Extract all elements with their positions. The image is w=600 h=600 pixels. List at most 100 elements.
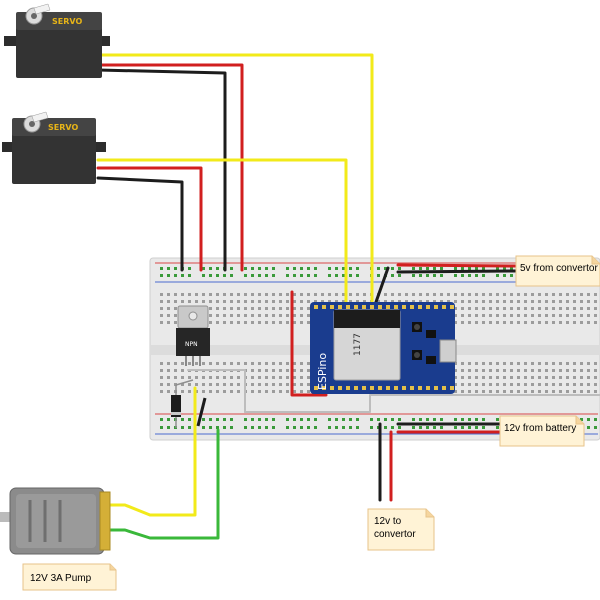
- breadboard-hole: [475, 383, 478, 386]
- breadboard-hole: [475, 376, 478, 379]
- breadboard-hole: [244, 274, 247, 277]
- breadboard-hole: [279, 376, 282, 379]
- esp-pin: [418, 386, 422, 390]
- breadboard-hole: [244, 314, 247, 317]
- breadboard-hole: [552, 293, 555, 296]
- breadboard-hole: [293, 383, 296, 386]
- breadboard-hole: [559, 383, 562, 386]
- breadboard-hole: [230, 376, 233, 379]
- breadboard-hole: [335, 293, 338, 296]
- servo-top-ground-wire: [96, 68, 227, 272]
- breadboard-hole: [377, 274, 380, 277]
- breadboard-hole: [496, 369, 499, 372]
- breadboard-hole: [517, 390, 520, 393]
- breadboard-hole: [209, 274, 212, 277]
- breadboard-hole: [419, 418, 422, 421]
- breadboard-hole: [496, 267, 499, 270]
- breadboard-hole: [426, 426, 429, 429]
- servo-top-power-wire: [96, 63, 244, 272]
- breadboard-hole: [468, 426, 471, 429]
- breadboard-hole: [251, 362, 254, 365]
- breadboard-hole: [342, 300, 345, 303]
- breadboard-hole: [566, 369, 569, 372]
- breadboard-hole: [461, 426, 464, 429]
- breadboard-hole: [230, 321, 233, 324]
- breadboard-hole: [160, 369, 163, 372]
- breadboard-hole: [398, 274, 401, 277]
- breadboard-hole: [412, 293, 415, 296]
- breadboard-hole: [594, 314, 597, 317]
- breadboard-hole: [293, 321, 296, 324]
- breadboard-hole: [496, 293, 499, 296]
- breadboard-hole: [594, 426, 597, 429]
- breadboard-hole: [293, 314, 296, 317]
- esp-pin: [330, 386, 334, 390]
- breadboard-hole: [461, 369, 464, 372]
- breadboard-hole: [174, 300, 177, 303]
- breadboard-hole: [272, 390, 275, 393]
- breadboard-hole: [216, 383, 219, 386]
- breadboard-hole: [349, 293, 352, 296]
- esp-pin: [402, 386, 406, 390]
- breadboard-hole: [188, 426, 191, 429]
- breadboard-hole: [496, 314, 499, 317]
- breadboard-hole: [195, 376, 198, 379]
- breadboard-hole: [566, 383, 569, 386]
- breadboard-hole: [216, 274, 219, 277]
- breadboard-hole: [286, 300, 289, 303]
- breadboard-hole: [293, 426, 296, 429]
- breadboard-hole: [272, 293, 275, 296]
- servo-top: SERVO: [4, 3, 110, 78]
- servo-bottom-power-wire: [96, 166, 203, 272]
- breadboard-hole: [440, 418, 443, 421]
- breadboard-hole: [272, 383, 275, 386]
- breadboard-hole: [517, 314, 520, 317]
- esp-pin: [426, 305, 430, 309]
- breadboard-hole: [468, 267, 471, 270]
- esp-pin: [434, 305, 438, 309]
- breadboard-hole: [412, 274, 415, 277]
- breadboard-hole: [461, 390, 464, 393]
- note-to-convertor-line2: convertor: [374, 529, 416, 540]
- breadboard-hole: [314, 418, 317, 421]
- breadboard-hole: [475, 274, 478, 277]
- breadboard-hole: [482, 293, 485, 296]
- breadboard-hole: [510, 321, 513, 324]
- breadboard-hole: [307, 426, 310, 429]
- breadboard-hole: [468, 369, 471, 372]
- breadboard-hole: [517, 362, 520, 365]
- breadboard-hole: [503, 274, 506, 277]
- breadboard-hole: [573, 390, 576, 393]
- esp-pin: [450, 305, 454, 309]
- breadboard-hole: [524, 307, 527, 310]
- esp-pin: [362, 305, 366, 309]
- breadboard-hole: [573, 307, 576, 310]
- breadboard-hole: [286, 426, 289, 429]
- servo-bottom-ground-wire: [96, 176, 184, 272]
- breadboard-hole: [286, 314, 289, 317]
- breadboard-hole: [216, 267, 219, 270]
- breadboard-hole: [181, 426, 184, 429]
- breadboard-hole: [510, 376, 513, 379]
- breadboard-hole: [181, 418, 184, 421]
- breadboard-hole: [384, 426, 387, 429]
- breadboard-hole: [538, 300, 541, 303]
- note-pump: 12V 3A Pump: [22, 563, 117, 591]
- breadboard-hole: [265, 383, 268, 386]
- breadboard-hole: [188, 362, 191, 365]
- breadboard-hole: [475, 418, 478, 421]
- breadboard-hole: [559, 293, 562, 296]
- breadboard-hole: [482, 369, 485, 372]
- esp-module-id: 1177: [353, 333, 363, 356]
- breadboard-hole: [188, 376, 191, 379]
- breadboard-hole: [496, 362, 499, 365]
- breadboard-hole: [489, 383, 492, 386]
- breadboard-hole: [412, 267, 415, 270]
- breadboard-hole: [398, 300, 401, 303]
- breadboard-hole: [167, 369, 170, 372]
- breadboard-hole: [454, 362, 457, 365]
- breadboard-hole: [468, 274, 471, 277]
- esp-pin: [346, 386, 350, 390]
- breadboard-hole: [356, 300, 359, 303]
- breadboard-hole: [440, 267, 443, 270]
